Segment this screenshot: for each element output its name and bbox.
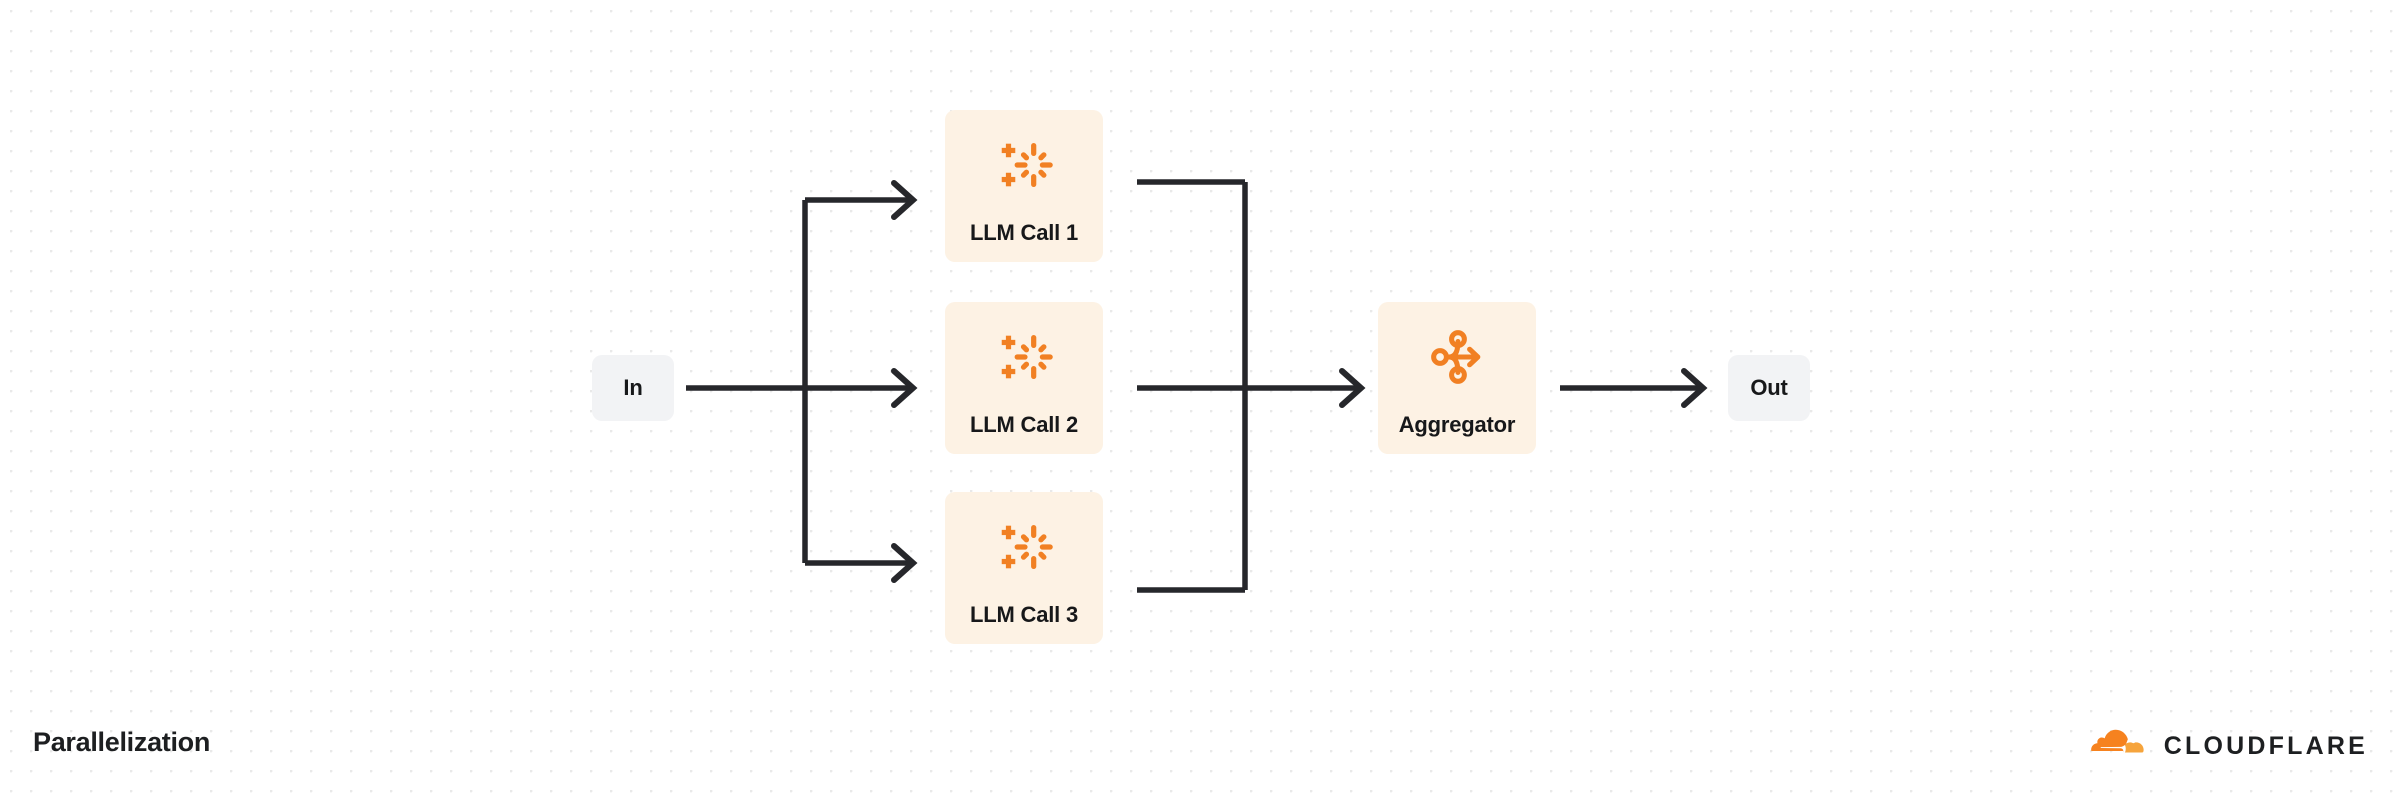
node-in[interactable]: In (592, 355, 674, 421)
arrowhead-llm-2 (891, 368, 918, 408)
arrowhead-aggregator (1339, 368, 1366, 408)
node-out-label: Out (1750, 375, 1788, 400)
cloudflare-logo: CLOUDFLARE (2084, 726, 2368, 766)
node-in-label: In (623, 375, 643, 400)
node-aggregator-label: Aggregator (1398, 412, 1516, 437)
arrowhead-llm-3 (891, 543, 918, 583)
node-llm-call-2-label: LLM Call 2 (969, 412, 1078, 437)
node-out[interactable]: Out (1728, 355, 1810, 421)
ai-sparkle-icon (1001, 335, 1053, 379)
node-llm-call-2[interactable]: LLM Call 2 (945, 302, 1103, 454)
node-aggregator[interactable]: Aggregator (1378, 302, 1536, 454)
arrowhead-llm-1 (891, 180, 918, 220)
ai-sparkle-icon (1001, 143, 1053, 187)
cloudflare-cloud-icon (2090, 729, 2144, 753)
merge-arrow-icon (1431, 330, 1481, 384)
node-llm-call-3-label: LLM Call 3 (969, 602, 1078, 627)
node-llm-call-1[interactable]: LLM Call 1 (945, 110, 1103, 262)
arrowhead-out (1681, 368, 1708, 408)
cloudflare-wordmark: CLOUDFLARE (2163, 731, 2368, 760)
node-llm-call-3[interactable]: LLM Call 3 (945, 492, 1103, 644)
node-llm-call-1-label: LLM Call 1 (969, 220, 1078, 245)
ai-sparkle-icon (1001, 525, 1053, 569)
diagram-title: Parallelization (33, 727, 211, 757)
